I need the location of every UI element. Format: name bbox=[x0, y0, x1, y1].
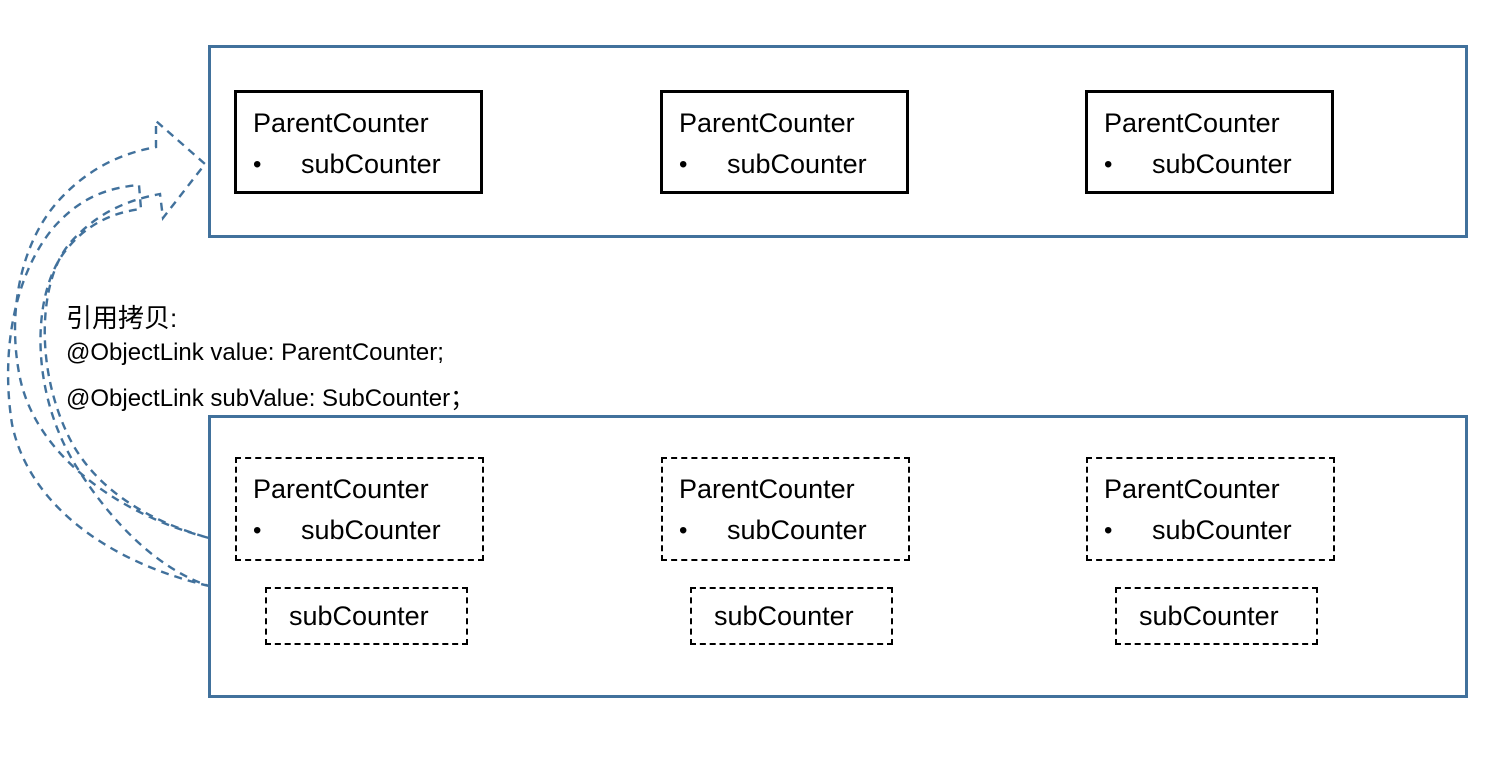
box-title: ParentCounter bbox=[1104, 108, 1280, 138]
parent-counter-copy-box: ParentCounter • subCounter bbox=[661, 457, 910, 561]
bullet-icon: • bbox=[1104, 151, 1113, 178]
bullet-icon: • bbox=[679, 151, 688, 178]
box-title: ParentCounter bbox=[1104, 474, 1280, 504]
parent-counter-copy-box: ParentCounter • subCounter bbox=[235, 457, 484, 561]
caption-reference-copy: 引用拷贝: bbox=[66, 303, 178, 333]
reference-copy-arrows bbox=[6, 118, 210, 588]
parent-counter-box: ParentCounter • subCounter bbox=[1085, 90, 1334, 194]
sub-box-label: subCounter bbox=[714, 600, 854, 631]
box-title: ParentCounter bbox=[253, 108, 429, 138]
parent-counter-box: ParentCounter • subCounter bbox=[660, 90, 909, 194]
box-item-row: • subCounter bbox=[679, 143, 906, 186]
bullet-icon: • bbox=[1104, 517, 1113, 544]
box-item-label: subCounter bbox=[301, 149, 441, 179]
copy-arrow-upper-icon bbox=[13, 118, 210, 540]
sub-counter-copy-box: subCounter bbox=[1115, 587, 1318, 645]
sub-counter-copy-box: subCounter bbox=[690, 587, 893, 645]
box-item-row: • subCounter bbox=[253, 143, 480, 186]
original-objects-container bbox=[208, 45, 1468, 238]
caption-objectlink-subvalue: @ObjectLink subValue: SubCounter； bbox=[66, 385, 475, 412]
box-title: ParentCounter bbox=[253, 474, 429, 504]
box-item-row: • subCounter bbox=[253, 509, 482, 552]
bullet-icon: • bbox=[679, 517, 688, 544]
sub-counter-copy-box: subCounter bbox=[265, 587, 468, 645]
box-item-label: subCounter bbox=[727, 515, 867, 545]
box-item-label: subCounter bbox=[301, 515, 441, 545]
bullet-icon: • bbox=[253, 151, 262, 178]
box-item-row: • subCounter bbox=[1104, 509, 1333, 552]
box-item-row: • subCounter bbox=[679, 509, 908, 552]
sub-box-label: subCounter bbox=[1139, 600, 1279, 631]
box-title: ParentCounter bbox=[679, 108, 855, 138]
copied-objects-container bbox=[208, 415, 1468, 698]
parent-counter-copy-box: ParentCounter • subCounter bbox=[1086, 457, 1335, 561]
box-item-label: subCounter bbox=[1152, 515, 1292, 545]
parent-counter-box: ParentCounter • subCounter bbox=[234, 90, 483, 194]
box-item-row: • subCounter bbox=[1104, 143, 1331, 186]
bullet-icon: • bbox=[253, 517, 262, 544]
sub-box-label: subCounter bbox=[289, 600, 429, 631]
box-title: ParentCounter bbox=[679, 474, 855, 504]
box-item-label: subCounter bbox=[727, 149, 867, 179]
copy-arrow-lower-icon bbox=[6, 183, 210, 588]
caption-objectlink-value: @ObjectLink value: ParentCounter; bbox=[66, 339, 444, 366]
box-item-label: subCounter bbox=[1152, 149, 1292, 179]
